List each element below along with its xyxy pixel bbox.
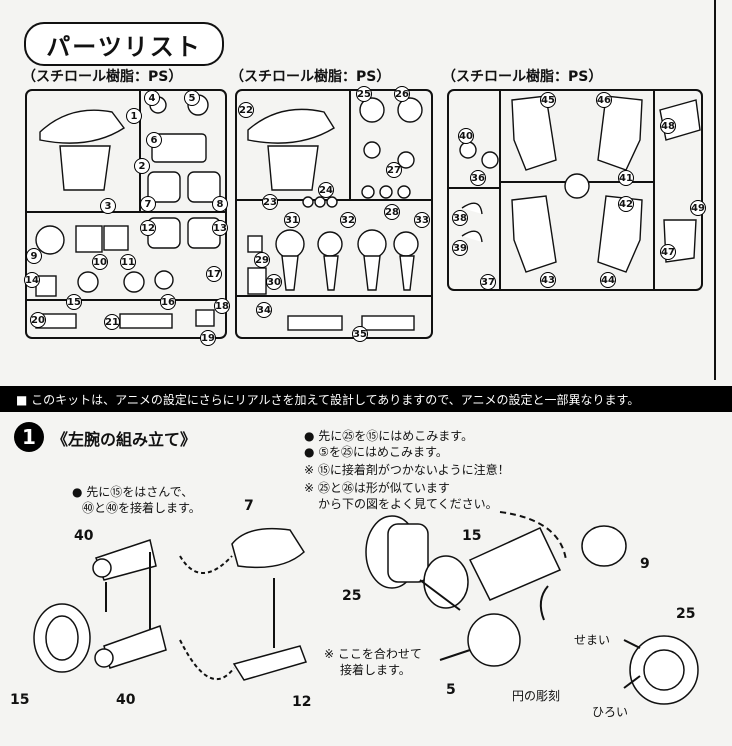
part-number: 21	[104, 314, 120, 330]
part-number: 6	[146, 132, 162, 148]
part-number: 19	[200, 330, 216, 346]
runner-label-1: （スチロール樹脂：PS）	[22, 69, 183, 85]
part-number: 31	[284, 212, 300, 228]
part-number: 39	[452, 240, 468, 256]
part-label-7: 7	[244, 498, 254, 514]
part-number: 20	[30, 312, 46, 328]
runner-label-2: （スチロール樹脂：PS）	[230, 69, 391, 85]
part-number: 36	[470, 170, 486, 186]
part-number: 8	[212, 196, 228, 212]
step-note: から下の図をよく見てください。	[318, 497, 498, 511]
part-number: 11	[120, 254, 136, 270]
part-number: 26	[394, 86, 410, 102]
part-number: 37	[480, 274, 496, 290]
callout-note: ※ ここを合わせて	[324, 647, 422, 661]
part-number: 4	[144, 90, 160, 106]
part-number: 24	[318, 182, 334, 198]
part-number: 28	[384, 204, 400, 220]
part-number: 9	[26, 248, 42, 264]
part-number: 22	[238, 102, 254, 118]
part-label-9: 9	[640, 556, 650, 572]
part-number: 38	[452, 210, 468, 226]
part-number: 35	[352, 326, 368, 342]
part-number: 13	[212, 220, 228, 236]
notice-band: ■ このキットは、アニメの設定にさらにリアルさを加えて設計してありますので、アニ…	[0, 386, 732, 412]
part-number: 41	[618, 170, 634, 186]
part-number: 45	[540, 92, 556, 108]
step-number: 1	[14, 422, 44, 452]
left-note: ㊵と㊵を接着します。	[82, 501, 201, 515]
part-number: 48	[660, 118, 676, 134]
part-label-40: 40	[74, 528, 94, 544]
left-note: ● 先に⑮をはさんで、	[72, 485, 194, 499]
part-number: 17	[206, 266, 222, 282]
part-number: 29	[254, 252, 270, 268]
part-number: 5	[184, 90, 200, 106]
callout-note: 接着します。	[340, 663, 411, 677]
step-note: ※ ⑮に接着剤がつかないように注意！	[304, 463, 510, 477]
part-label-25: 25	[342, 588, 362, 604]
part-label-15: 15	[462, 528, 482, 544]
step-note: ● 先に㉕を⑮にはめこみます。	[304, 429, 474, 443]
step-note: ● ⑤を㉕にはめこみます。	[304, 445, 448, 459]
part-label-40: 40	[116, 692, 136, 708]
part-number: 32	[340, 212, 356, 228]
part-number: 43	[540, 272, 556, 288]
part-number: 49	[690, 200, 706, 216]
part-label-12: 12	[292, 694, 312, 710]
part-number: 3	[100, 198, 116, 214]
part-number: 46	[596, 92, 612, 108]
part-label-15: 15	[10, 692, 30, 708]
part-number: 10	[92, 254, 108, 270]
wide-note: ひろい	[592, 705, 629, 719]
step-title: 《左腕の組み立て》	[52, 430, 197, 449]
part-number: 40	[458, 128, 474, 144]
part-number: 27	[386, 162, 402, 178]
part-number: 44	[600, 272, 616, 288]
part-number: 30	[266, 274, 282, 290]
part-number: 12	[140, 220, 156, 236]
part-number: 7	[140, 196, 156, 212]
part-number: 1	[126, 108, 142, 124]
part-number: 42	[618, 196, 634, 212]
part-number: 25	[356, 86, 372, 102]
part-number: 34	[256, 302, 272, 318]
part-label-25: 25	[676, 606, 696, 622]
part-number: 15	[66, 294, 82, 310]
part-number: 47	[660, 244, 676, 260]
part-number: 33	[414, 212, 430, 228]
runner-label-3: （スチロール樹脂：PS）	[442, 69, 603, 85]
part-number: 23	[262, 194, 278, 210]
part-number: 16	[160, 294, 176, 310]
narrow-note: せまい	[574, 633, 611, 647]
part-label-5: 5	[446, 682, 456, 698]
engraving-note: 円の彫刻	[512, 689, 561, 703]
step-note: ※ ㉕と㉖は形が似ています	[304, 481, 450, 495]
part-number: 2	[134, 158, 150, 174]
margin-rule	[714, 0, 716, 380]
page-title: パーツリスト	[24, 22, 224, 66]
part-number: 14	[24, 272, 40, 288]
part-number: 18	[214, 298, 230, 314]
